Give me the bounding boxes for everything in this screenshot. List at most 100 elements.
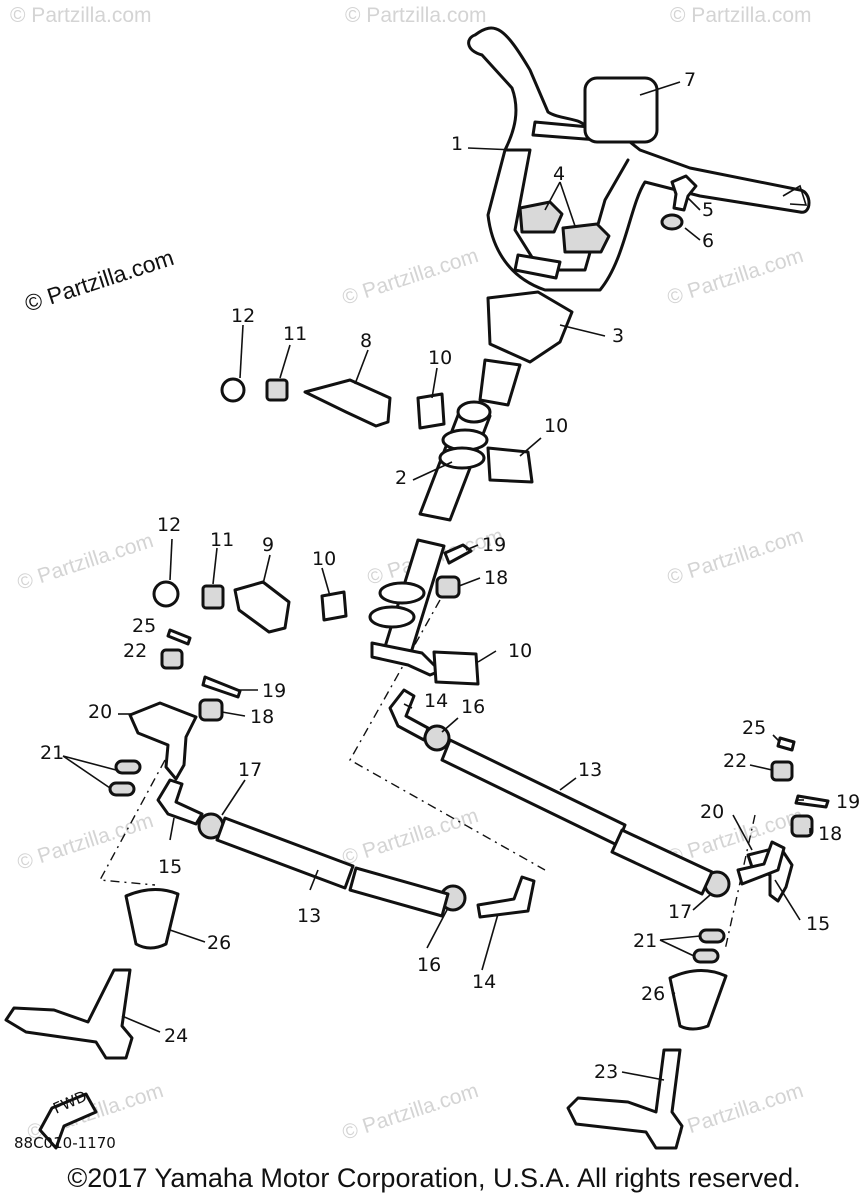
callout-11: 11 (210, 529, 234, 551)
cotter-pin (776, 736, 796, 752)
callout-20: 20 (88, 701, 112, 723)
steering-knuckle (4, 968, 134, 1060)
callout-14: 14 (472, 971, 496, 993)
nut (265, 378, 289, 402)
cotter-pin (166, 628, 192, 646)
callout-11: 11 (283, 323, 307, 345)
bushing (486, 446, 534, 484)
bolt (220, 377, 246, 403)
callout-24: 24 (164, 1025, 188, 1047)
diagram-code: 88C010-1170 (14, 1134, 116, 1152)
handlebar-pad (583, 76, 659, 144)
watermark: © Partzilla.com (339, 1079, 481, 1145)
dust-boot (124, 888, 180, 950)
washer (660, 213, 684, 231)
watermark: © Partzilla.com (664, 524, 806, 590)
callout-23: 23 (594, 1061, 618, 1083)
leader-lines (62, 81, 811, 1081)
watermark: © Partzilla.com (664, 1079, 806, 1145)
tie-rod-end (476, 875, 536, 919)
watermark: © Partzilla.com (14, 529, 156, 595)
callout-19: 19 (482, 534, 506, 556)
cotter-pin (201, 675, 242, 699)
bushing (432, 650, 480, 686)
callout-3: 3 (612, 325, 624, 347)
callout-6: 6 (702, 230, 714, 252)
callout-21: 21 (40, 742, 64, 764)
nut (435, 575, 461, 599)
callout-7: 7 (684, 69, 696, 91)
callout-21: 21 (633, 930, 657, 952)
callout-16: 16 (461, 696, 485, 718)
callout-12: 12 (231, 305, 255, 327)
watermark: © Partzilla.com (339, 244, 481, 310)
callout-5: 5 (702, 199, 714, 221)
washer (114, 759, 142, 775)
fwd-arrow: FWD (38, 1087, 98, 1150)
callout-10: 10 (544, 415, 568, 437)
handlebar-holder (561, 222, 611, 254)
column-bracket (233, 580, 291, 634)
tie-rod (610, 828, 714, 896)
bushing (320, 590, 348, 622)
copyright-notice: ©2017 Yamaha Motor Corporation, U.S.A. A… (67, 1163, 801, 1193)
callout-15: 15 (158, 856, 182, 878)
callout-2: 2 (395, 467, 407, 489)
callout-20: 20 (700, 801, 724, 823)
watermark: © Partzilla.com (670, 4, 812, 27)
nut (790, 814, 814, 838)
handlebar-holder (518, 200, 564, 234)
alignment-lines (98, 599, 756, 951)
callouts: 1 2 3 4 5 6 7 8 9 10 10 10 10 11 11 12 1… (14, 69, 860, 1152)
knuckle-arm (128, 701, 198, 781)
callout-18: 18 (484, 567, 508, 589)
callout-18: 18 (250, 706, 274, 728)
callout-9: 9 (262, 534, 274, 556)
callout-1: 1 (451, 133, 463, 155)
handlebar (467, 26, 811, 292)
tie-rod (348, 866, 450, 918)
callout-26: 26 (207, 932, 231, 954)
callout-8: 8 (360, 330, 372, 352)
callout-10: 10 (428, 347, 452, 369)
tie-rod (215, 816, 355, 890)
callout-10: 10 (508, 640, 532, 662)
nut (770, 760, 794, 782)
callout-25: 25 (132, 615, 156, 637)
tie-rod-end (388, 688, 430, 742)
callout-17: 17 (238, 759, 262, 781)
steering-column-holder (486, 290, 574, 364)
cotter-pin (443, 543, 473, 565)
steering-column-lower (368, 538, 446, 677)
nut (201, 584, 225, 610)
callout-12: 12 (157, 514, 181, 536)
nut (160, 648, 184, 670)
watermark: © Partzilla.com (10, 4, 152, 27)
callout-13: 13 (578, 759, 602, 781)
bushing (416, 392, 446, 430)
column-bracket (303, 378, 392, 428)
callout-13: 13 (297, 905, 321, 927)
tie-rod-end (156, 778, 204, 826)
cotter-pin (794, 794, 830, 809)
callout-15: 15 (806, 913, 830, 935)
callout-25: 25 (742, 717, 766, 739)
watermark: © Partzilla.com (345, 4, 487, 27)
steering-column-upper (418, 400, 492, 522)
bolt (152, 580, 180, 608)
watermark-main: © Partzilla.com (22, 244, 177, 317)
callout-16: 16 (417, 954, 441, 976)
callout-19: 19 (262, 680, 286, 702)
callout-18: 18 (818, 823, 842, 845)
callout-14: 14 (424, 690, 448, 712)
bolt (670, 174, 698, 212)
steering-knuckle (566, 1048, 684, 1150)
dust-boot (668, 969, 728, 1031)
watermark: © Partzilla.com (14, 809, 156, 875)
washer (698, 928, 726, 944)
watermark: © Partzilla.com (339, 804, 481, 870)
callout-19: 19 (836, 791, 860, 813)
washer (108, 781, 136, 797)
